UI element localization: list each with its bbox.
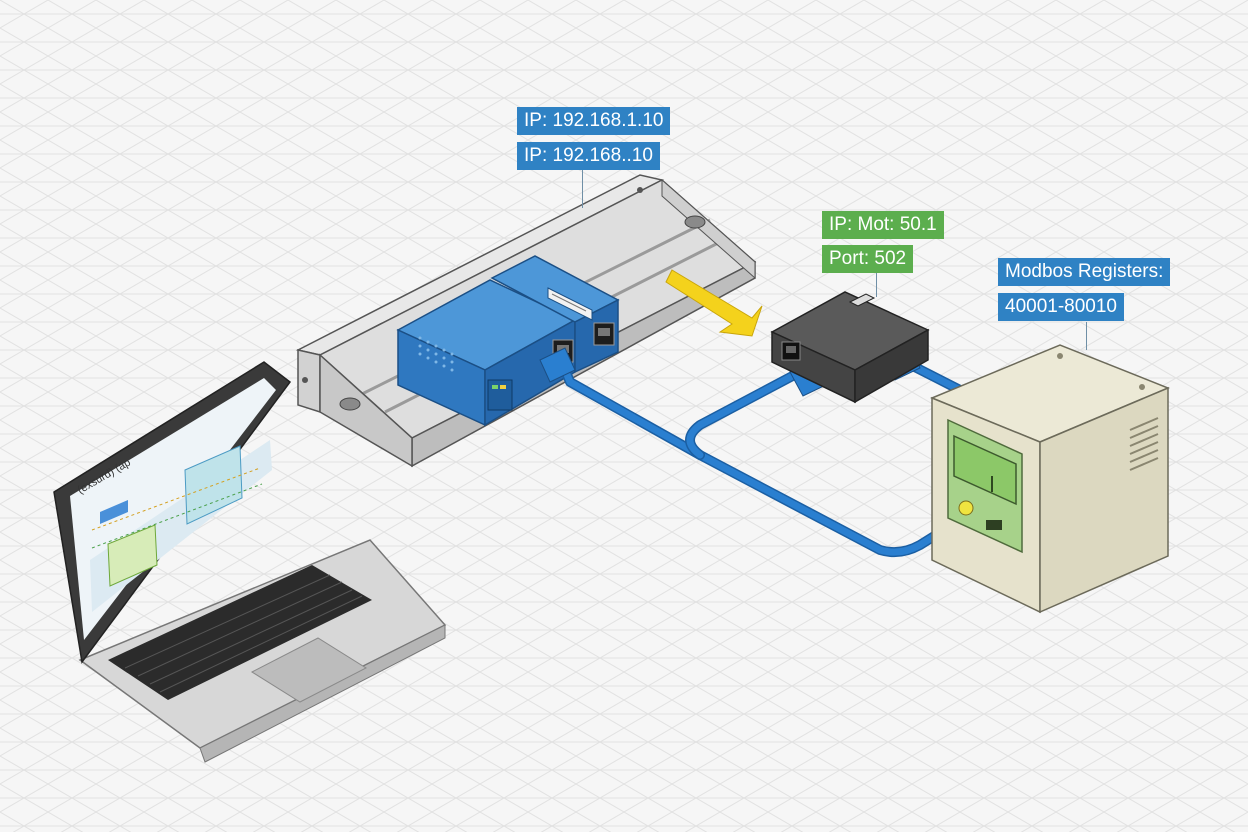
leader-line: [1086, 322, 1087, 350]
modbus-gateway: [770, 291, 930, 404]
leader-line: [876, 271, 877, 297]
plc-ip-label-1: IP: 192.168.1.10: [517, 107, 671, 135]
gateway-ip-label: IP: Mot: 50.1: [822, 211, 944, 239]
modbus-registers-range: 40001-80010: [998, 293, 1124, 321]
rj45-port-icon: [781, 341, 801, 361]
plc-ip-label-2: IP: 192.168..10: [517, 142, 660, 170]
modbus-registers-title: Modbos Registers:: [998, 258, 1171, 286]
laptop: [53, 361, 447, 763]
modbus-device: [930, 344, 1170, 614]
rj45-port-icon: [593, 322, 615, 346]
flow-arrow-icon: [665, 269, 763, 337]
gateway-port-label: Port: 502: [822, 245, 914, 273]
leader-line: [582, 170, 583, 208]
